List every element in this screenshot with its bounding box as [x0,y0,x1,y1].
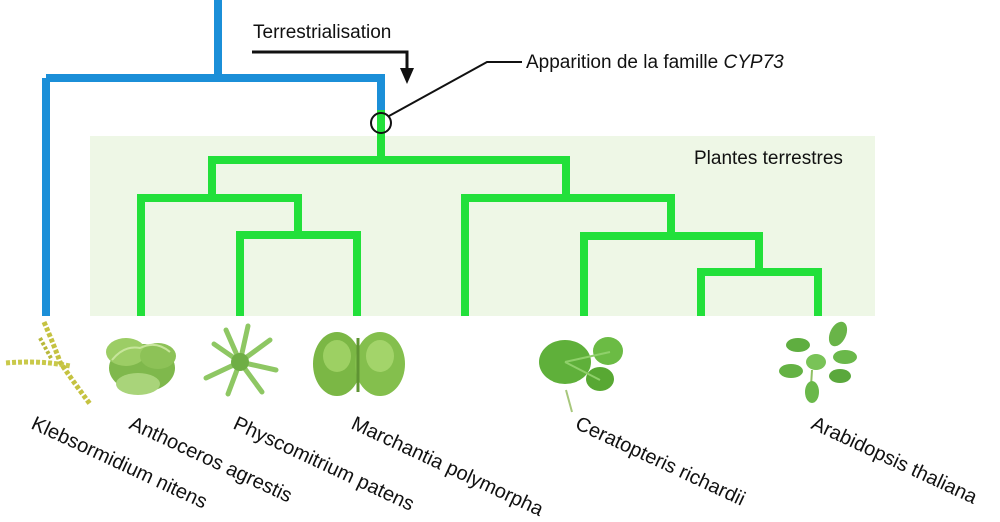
outgroup-branches [42,0,385,316]
filamentous-alga-icon [5,321,93,406]
land-plants-zone [90,136,875,316]
terrestrialisation-arrow: Terrestrialisation [252,22,414,84]
rosette-plant-icon [779,321,857,403]
species-label: Ceratopteris richardii [572,413,749,511]
arrow-shaft-icon [252,50,409,70]
family-origin-marker: Apparition de la famille CYP73 [370,52,784,134]
origin-label: Apparition de la famille CYP73 [526,52,784,73]
species-label: Klebsormidium nitens [28,413,211,514]
origin-leader-line [388,61,522,117]
origin-label-prefix: Apparition de la famille [526,52,724,73]
species-label: Arabidopsis thaliana [808,413,981,509]
fern-icon [539,337,623,413]
moss-icon [203,323,279,397]
terrestrialisation-label: Terrestrialisation [253,22,391,43]
land-plant-branches [137,110,822,316]
origin-label-family: CYP73 [724,52,785,73]
arrow-head-icon [400,68,414,84]
liverwort-icon [313,332,405,396]
origin-node-circle-icon [370,112,392,134]
land-plants-label: Plantes terrestres [694,148,843,169]
species-labels: Klebsormidium nitens Anthoceros agrestis… [28,413,981,522]
species-label: Marchantia polymorpha [348,413,548,522]
hornwort-icon [106,338,176,395]
